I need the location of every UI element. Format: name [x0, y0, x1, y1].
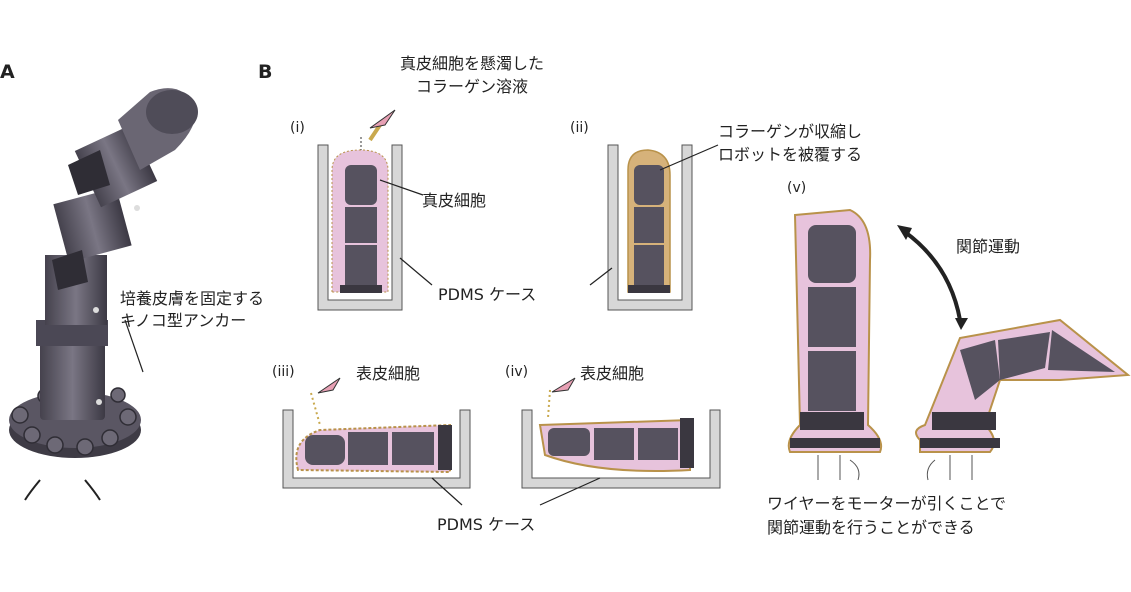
step-v-label: (v): [787, 180, 807, 196]
leader-pdms-iii: [431, 477, 463, 506]
joint-motion-label: 関節運動: [956, 237, 1021, 256]
step-v-bent-finger: [915, 318, 1131, 481]
dermal-cell-label: 真皮細胞: [422, 191, 487, 210]
leader-shrink: [659, 144, 719, 171]
collagen-solution-label: 真皮細胞を懸濁した コラーゲン溶液: [400, 54, 545, 96]
step-iii-diagram: [282, 377, 471, 489]
step-ii-diagram: [607, 144, 693, 311]
step-i-diagram: [317, 109, 403, 311]
robot-finger-illustration: [9, 88, 198, 501]
pdms-case-label-bottom: PDMS ケース: [437, 515, 536, 534]
step-v-straight-finger: [787, 208, 883, 481]
epidermal-cell-label-iv: 表皮細胞: [580, 364, 645, 383]
collagen-shrink-label: コラーゲンが収縮し ロボットを被覆する: [718, 122, 863, 164]
anchor-label: 培養皮膚を固定する キノコ型アンカー: [120, 289, 265, 330]
epidermal-cell-label-iii: 表皮細胞: [356, 364, 421, 383]
panel-a-letter: A: [0, 61, 15, 83]
wire-motor-label: ワイヤーをモーターが引くことで 関節運動を行うことができる: [767, 494, 1007, 537]
leader-dermal: [379, 179, 424, 196]
step-iii-label: (iii): [272, 364, 295, 380]
step-i-label: (i): [290, 120, 305, 136]
pdms-case-label-top: PDMS ケース: [438, 285, 537, 304]
step-iv-diagram: [521, 377, 721, 489]
joint-motion-arrow: [897, 225, 968, 330]
leader-pdms-ii: [589, 267, 613, 286]
leader-pdms-i: [399, 257, 433, 286]
panel-b-letter: B: [258, 61, 273, 83]
step-ii-label: (ii): [570, 120, 589, 136]
step-iv-label: (iv): [505, 364, 529, 380]
leader-pdms-iv: [539, 477, 601, 506]
leader-anchor: [124, 319, 144, 373]
